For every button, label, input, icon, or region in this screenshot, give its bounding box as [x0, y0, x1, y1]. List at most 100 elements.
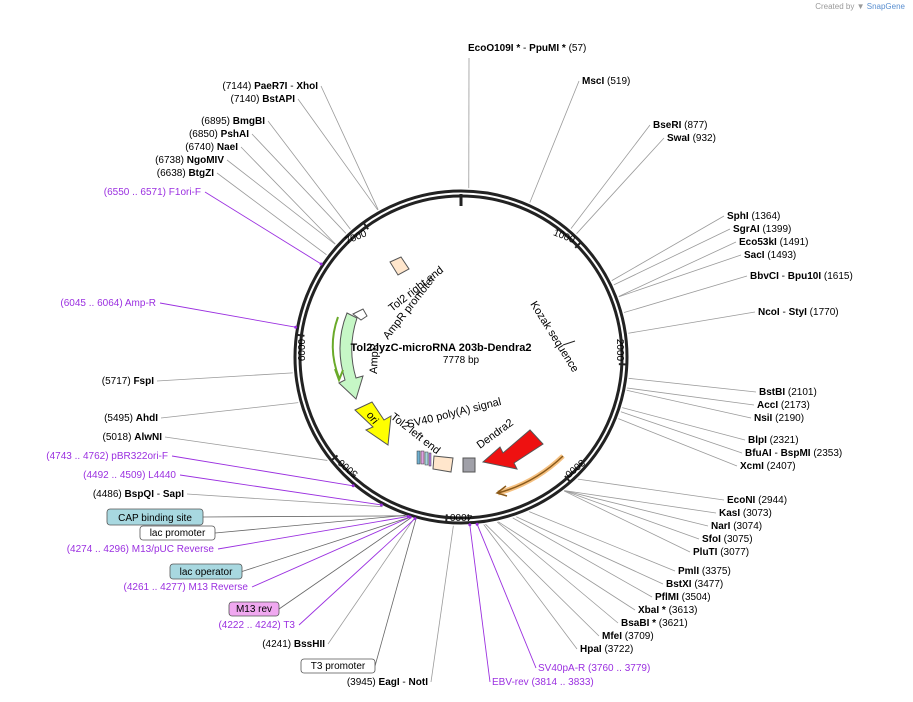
enzyme-label-paer7i[interactable]: (7144) PaeR7I - XhoI — [222, 81, 318, 92]
enzyme-label-ahdi[interactable]: (5495) AhdI — [104, 413, 158, 424]
enzyme-position: (3621) — [656, 618, 688, 629]
enzyme-label-hpai[interactable]: HpaI (3722) — [580, 644, 633, 655]
enzyme-name: BtgZI — [188, 168, 214, 179]
enzyme-label-bmgbi[interactable]: (6895) BmgBI — [201, 116, 265, 127]
feature-box-label: CAP binding site — [118, 513, 192, 524]
enzyme-separator: - — [772, 448, 781, 459]
enzyme-name: BbvCI — [750, 271, 779, 282]
primer-label-sv40pa-r[interactable]: SV40pA-R (3760 .. 3779) — [538, 663, 650, 674]
enzyme-name: Eco53kI — [739, 237, 777, 248]
enzyme-label-sgrai[interactable]: SgrAI (1399) — [733, 224, 791, 235]
primer-label-t3[interactable]: (4222 .. 4242) T3 — [218, 620, 295, 631]
sv40-polya-feature[interactable] — [462, 457, 476, 473]
enzyme-label-swai[interactable]: SwaI (932) — [667, 133, 716, 144]
enzyme-leader-line — [564, 490, 717, 514]
enzyme-position: (3075) — [721, 534, 753, 545]
primer-label-amp-r[interactable]: (6045 .. 6064) Amp-R — [60, 298, 156, 309]
enzyme-label-sphi[interactable]: SphI (1364) — [727, 211, 780, 222]
primer-site-marker — [475, 522, 479, 526]
enzyme-position: (2407) — [764, 461, 796, 472]
lac-feature-2 — [420, 450, 425, 465]
feature-box-cap-binding-site[interactable] — [106, 508, 204, 526]
kozak-sequence-label: Kozak sequence — [527, 299, 580, 374]
enzyme-label-eagi[interactable]: (3945) EagI - NotI — [347, 677, 428, 688]
tol2-right-end-feature[interactable] — [389, 256, 410, 276]
enzyme-label-kasi[interactable]: KasI (3073) — [719, 508, 772, 519]
ori-feature[interactable] — [354, 401, 392, 446]
bp-tick-label: 5000 — [336, 456, 360, 479]
feature-box-lac-operator[interactable] — [169, 563, 243, 580]
bp-tick-label: 6000 — [297, 338, 308, 361]
enzyme-name: NcoI — [758, 307, 780, 318]
enzyme-leader-line — [512, 517, 653, 598]
enzyme-leader-line — [216, 172, 327, 256]
credit-brand: SnapGene — [866, 2, 905, 11]
ampr-feature[interactable] — [338, 312, 364, 400]
enzyme-label-mfei[interactable]: MfeI (3709) — [602, 631, 654, 642]
enzyme-leader-line — [498, 521, 636, 611]
enzyme-label-btgzi[interactable]: (6638) BtgZI — [157, 168, 214, 179]
enzyme-name: BseRI — [653, 120, 682, 131]
enzyme-position: (3073) — [740, 508, 772, 519]
enzyme-label-fspi[interactable]: (5717) FspI — [102, 376, 154, 387]
enzyme-label-alwni[interactable]: (5018) AlwNI — [103, 432, 163, 443]
snapgene-credit: Created by ▼ SnapGene — [815, 2, 905, 11]
enzyme-label-bstbi[interactable]: BstBI (2101) — [759, 387, 817, 398]
enzyme-label-naei[interactable]: (6740) NaeI — [185, 142, 238, 153]
enzyme-label-pflmi[interactable]: PflMI (3504) — [655, 592, 711, 603]
feature-box-t3-promoter[interactable] — [300, 658, 376, 674]
enzyme-label-bsshii[interactable]: (4241) BssHII — [262, 639, 325, 650]
enzyme-label-ecoo109i[interactable]: EcoO109I * - PpuMI * (57) — [468, 43, 586, 54]
primer-label-pbr322ori-f[interactable]: (4743 .. 4762) pBR322ori-F — [46, 451, 168, 462]
enzyme-label-acci[interactable]: AccI (2173) — [757, 400, 810, 411]
enzyme-label-saci[interactable]: SacI (1493) — [744, 250, 796, 261]
enzyme-label-xbai[interactable]: XbaI * (3613) — [638, 605, 697, 616]
plasmid-length: 7778 bp — [443, 355, 480, 366]
primer-leader-line — [469, 524, 491, 683]
dendra2-primer-arrow — [495, 485, 508, 497]
feature-box-m13-rev[interactable] — [228, 601, 280, 617]
enzyme-label-bfuai[interactable]: BfuAI - BspMI (2353) — [745, 448, 842, 459]
primer-labels: SV40pA-R (3760 .. 3779) EBV-rev (3814 .. … — [46, 187, 650, 688]
primer-label-l4440[interactable]: (4492 .. 4509) L4440 — [83, 470, 176, 481]
enzyme-label-nsii[interactable]: NsiI (2190) — [754, 413, 804, 424]
enzyme-leader-line — [160, 402, 299, 419]
enzyme-label-pmli[interactable]: PmlI (3375) — [678, 566, 731, 577]
enzyme-position: (877) — [681, 120, 707, 131]
enzyme-leader-line — [267, 120, 351, 230]
primer-label-m13-puc-reverse[interactable]: (4274 .. 4296) M13/pUC Reverse — [67, 544, 215, 555]
primer-label-f1ori-f[interactable]: (6550 .. 6571) F1ori-F — [104, 187, 201, 198]
enzyme-label-bsabi[interactable]: BsaBI * (3621) — [621, 618, 688, 629]
primer-label-ebv-rev[interactable]: EBV-rev (3814 .. 3833) — [492, 677, 594, 688]
enzyme-label-nari[interactable]: NarI (3074) — [711, 521, 762, 532]
feature-leader-line — [374, 518, 417, 667]
feature-box-lac-promoter[interactable] — [139, 525, 216, 541]
enzyme-leader-line — [483, 524, 578, 650]
credit-text: Created by — [815, 2, 855, 11]
enzyme-label-pshai[interactable]: (6850) PshAI — [189, 129, 249, 140]
enzyme-name: MfeI — [602, 631, 622, 642]
tol2-left-end-feature[interactable] — [432, 455, 454, 473]
enzyme-label-bbvci[interactable]: BbvCI - Bpu10I (1615) — [750, 271, 853, 282]
enzyme-label-eco53ki[interactable]: Eco53kI (1491) — [739, 237, 809, 248]
enzyme-label-bspqi[interactable]: (4486) BspQI - SapI — [93, 489, 184, 500]
enzyme-label-ngomiv[interactable]: (6738) NgoMIV — [155, 155, 224, 166]
enzyme-label-sfoi[interactable]: SfoI (3075) — [702, 534, 753, 545]
enzyme-label-xcmi[interactable]: XcmI (2407) — [740, 461, 796, 472]
enzyme-label-pluti[interactable]: PluTI (3077) — [693, 547, 749, 558]
bp-tick — [362, 222, 369, 230]
enzyme-label-bstxi[interactable]: BstXI (3477) — [666, 579, 723, 590]
enzyme-position: (1491) — [777, 237, 809, 248]
enzyme-position: (1770) — [807, 307, 839, 318]
primer-label-m13-reverse[interactable]: (4261 .. 4277) M13 Reverse — [123, 582, 248, 593]
enzyme-label-msci[interactable]: MscI (519) — [582, 76, 630, 87]
enzyme-label-econi[interactable]: EcoNI (2944) — [727, 495, 787, 506]
enzyme-label-ncoi[interactable]: NcoI - StyI (1770) — [758, 307, 839, 318]
ampr-promoter-feature[interactable] — [352, 308, 368, 321]
dendra2-feature[interactable] — [481, 429, 544, 470]
enzyme-label-bstapi[interactable]: (7140) BstAPI — [231, 94, 296, 105]
enzyme-label-blpi[interactable]: BlpI (2321) — [748, 435, 799, 446]
enzyme-leader-line — [622, 407, 746, 441]
enzyme-label-bseri[interactable]: BseRI (877) — [653, 120, 707, 131]
